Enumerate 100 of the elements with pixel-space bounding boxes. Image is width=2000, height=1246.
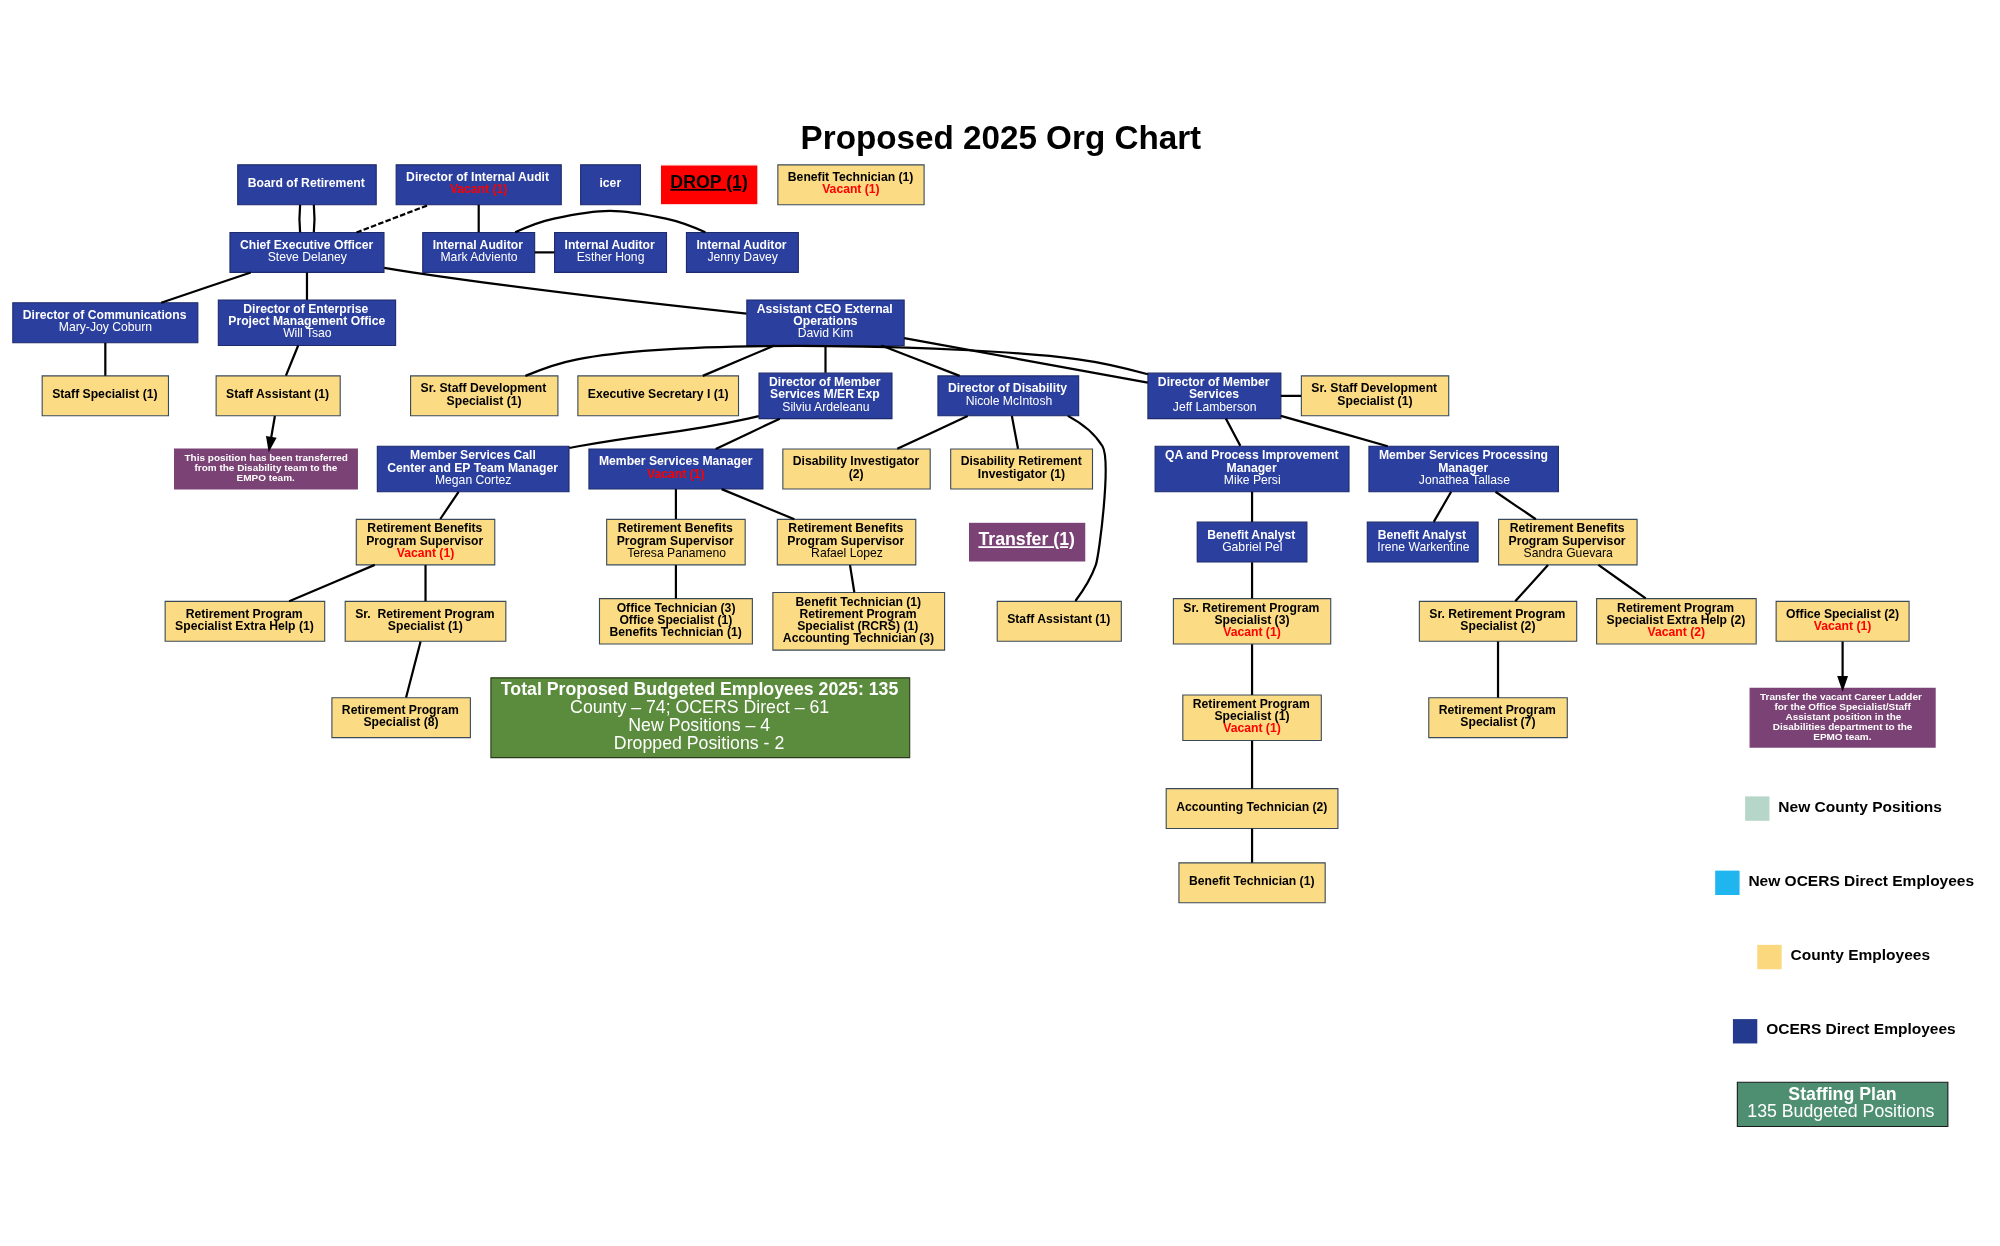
node-box: Director of Communications Mary-Joy Coburn [12, 302, 199, 344]
node-box: Office Technician (3) Office Specialist (1) Benefits Technician (1) [598, 598, 753, 645]
connector [405, 641, 422, 698]
node-box: Disability Retirement Investigator (1) [950, 448, 1094, 490]
connector [298, 204, 302, 233]
connector [424, 565, 427, 602]
node-box: Retirement Program Specialist (1) Vacant (1) [1182, 694, 1322, 741]
connector [1250, 491, 1254, 522]
node-box: Director of Member Services M/ER Exp Silviu Ardeleanu [758, 372, 893, 420]
node-box: This position has been transferred from the Disability team to the EMPO team. [174, 448, 358, 490]
node-box: DROP (1) [659, 164, 759, 206]
node-box: Sr. Staff Development Specialist (1) [410, 375, 559, 417]
legend-label: New OCERS Direct Employees [1748, 871, 1975, 889]
connector [525, 344, 1149, 377]
node-box: Disability Investigator (2) [782, 448, 931, 490]
connector [477, 204, 480, 233]
node-box: Retirement Benefits Program Supervisor Teresa Panameno [606, 518, 746, 566]
connector [715, 417, 781, 450]
node-box: Internal Auditor Jenny Davey [685, 231, 799, 273]
node-box: icer [580, 164, 642, 206]
node-box: Director of Disability Nicole McIntosh [937, 375, 1080, 417]
node-box: Member Services Call Center and EP Team Manager Megan Cortez [376, 445, 570, 493]
node-box: Retirement Benefits Program Supervisor Vacant (1) [355, 518, 496, 566]
connector [1494, 490, 1537, 521]
connector [1250, 644, 1254, 695]
node-box: Director of Internal Audit Vacant (1) [395, 164, 562, 206]
connector [1250, 828, 1254, 863]
connector [514, 209, 706, 234]
node-box: Director of Enterprise Project Management Office Will Tsao [217, 299, 397, 346]
connector [356, 203, 430, 234]
connector [1250, 562, 1254, 599]
node-box: Retirement Program Specialist Extra Help (2) Vacant (2) [1596, 598, 1757, 645]
connector [384, 266, 747, 315]
node-box: Benefit Technician (1) Vacant (1) [777, 164, 925, 206]
node-box: Retirement Program Specialist Extra Help (1) [164, 600, 326, 642]
legend-label: County Employees [1790, 946, 1931, 964]
connector [1280, 394, 1302, 397]
connector [896, 414, 969, 450]
connector [1280, 414, 1388, 448]
node-box: Staff Assistant (1) [215, 375, 341, 417]
arrow [1837, 641, 1849, 692]
connector [674, 565, 678, 599]
node-box: Staff Specialist (1) [41, 375, 170, 417]
node-box: Chief Executive Officer Steve Delaney [229, 231, 385, 273]
node-box: Retirement Benefits Program Supervisor Rafael Lopez [776, 518, 917, 566]
connector [1597, 563, 1647, 600]
connector [104, 342, 107, 376]
connector [904, 337, 1148, 384]
node-box: Retirement Program Specialist (7) [1428, 697, 1568, 739]
node-box: Office Specialist (2) Vacant (1) [1775, 600, 1910, 642]
node-box: Benefit Analyst Irene Warkentine [1366, 521, 1479, 563]
node-box: Benefit Analyst Gabriel Pel [1196, 521, 1308, 563]
connector [824, 345, 827, 373]
connector [1224, 418, 1242, 447]
node-box: Sr. Retirement Program Specialist (2) [1418, 600, 1578, 642]
node-box: Member Services Processing Manager Jonathea Tallase [1368, 445, 1559, 493]
connector [721, 488, 795, 521]
node-box: QA and Process Improvement Manager Mike Persi [1154, 445, 1350, 493]
connector [702, 344, 775, 377]
connector [284, 345, 300, 377]
connector [439, 491, 460, 520]
node-box: Retirement Program Specialist (8) [331, 697, 471, 739]
node-box: Retirement Benefits Program Supervisor Sandra Guevara [1498, 518, 1638, 566]
node-box: Board of Retirement [237, 164, 377, 206]
diagram-title: Proposed 2025 Org Chart [800, 119, 1202, 157]
node-box: Assistant CEO External Operations David Kim [746, 299, 905, 346]
node-box: Staffing Plan 135 Budgeted Positions [1736, 1081, 1949, 1128]
connector [569, 415, 760, 450]
node-box: Staff Assistant (1) [996, 600, 1122, 642]
connector [1067, 414, 1107, 602]
connector [1496, 641, 1500, 698]
node-box: Benefit Technician (1) Retirement Program Specialist (RCRS) (1) Accounting Technician (3) [772, 591, 946, 651]
node-box: Total Proposed Budgeted Employees 2025: 135 County – 74; OCERS Direct – 61 New Positions – 4 Dropped Positions - 2 [490, 677, 911, 759]
connector [880, 344, 960, 377]
connector [1250, 740, 1254, 789]
node-box: Sr. Retirement Program Specialist (3) Vacant (1) [1172, 598, 1332, 645]
connector [848, 564, 856, 593]
node-box: Sr. Retirement Program Specialist (1) [344, 600, 507, 642]
connector [1514, 564, 1549, 602]
connector [1010, 415, 1020, 450]
node-box: Executive Secretary I (1) [577, 375, 740, 417]
node-box: Benefit Technician (1) [1178, 862, 1326, 904]
node-box: Transfer the vacant Career Ladder for the Office Specialist/Staff Assistant position in the Disabilities department to the EPMO team. [1749, 687, 1936, 748]
connector [305, 272, 309, 300]
connector [674, 489, 678, 519]
node-box: Accounting Technician (2) [1165, 788, 1339, 830]
arrow [265, 415, 277, 453]
legend-label: New County Positions [1778, 797, 1942, 815]
node-box: Transfer (1) [967, 521, 1087, 563]
node-box: Internal Auditor Mark Adviento [422, 231, 536, 273]
connector [312, 204, 316, 233]
legend-label: OCERS Direct Employees [1766, 1020, 1956, 1038]
connector [288, 563, 376, 603]
connector [1432, 491, 1453, 523]
node-box: Internal Auditor Esther Hong [554, 231, 668, 273]
connector [160, 271, 252, 304]
node-box: Sr. Staff Development Specialist (1) [1300, 375, 1450, 417]
connector [534, 251, 555, 254]
node-box: Member Services Manager Vacant (1) [588, 448, 764, 490]
node-box: Director of Member Services Jeff Lamberson [1147, 372, 1282, 420]
